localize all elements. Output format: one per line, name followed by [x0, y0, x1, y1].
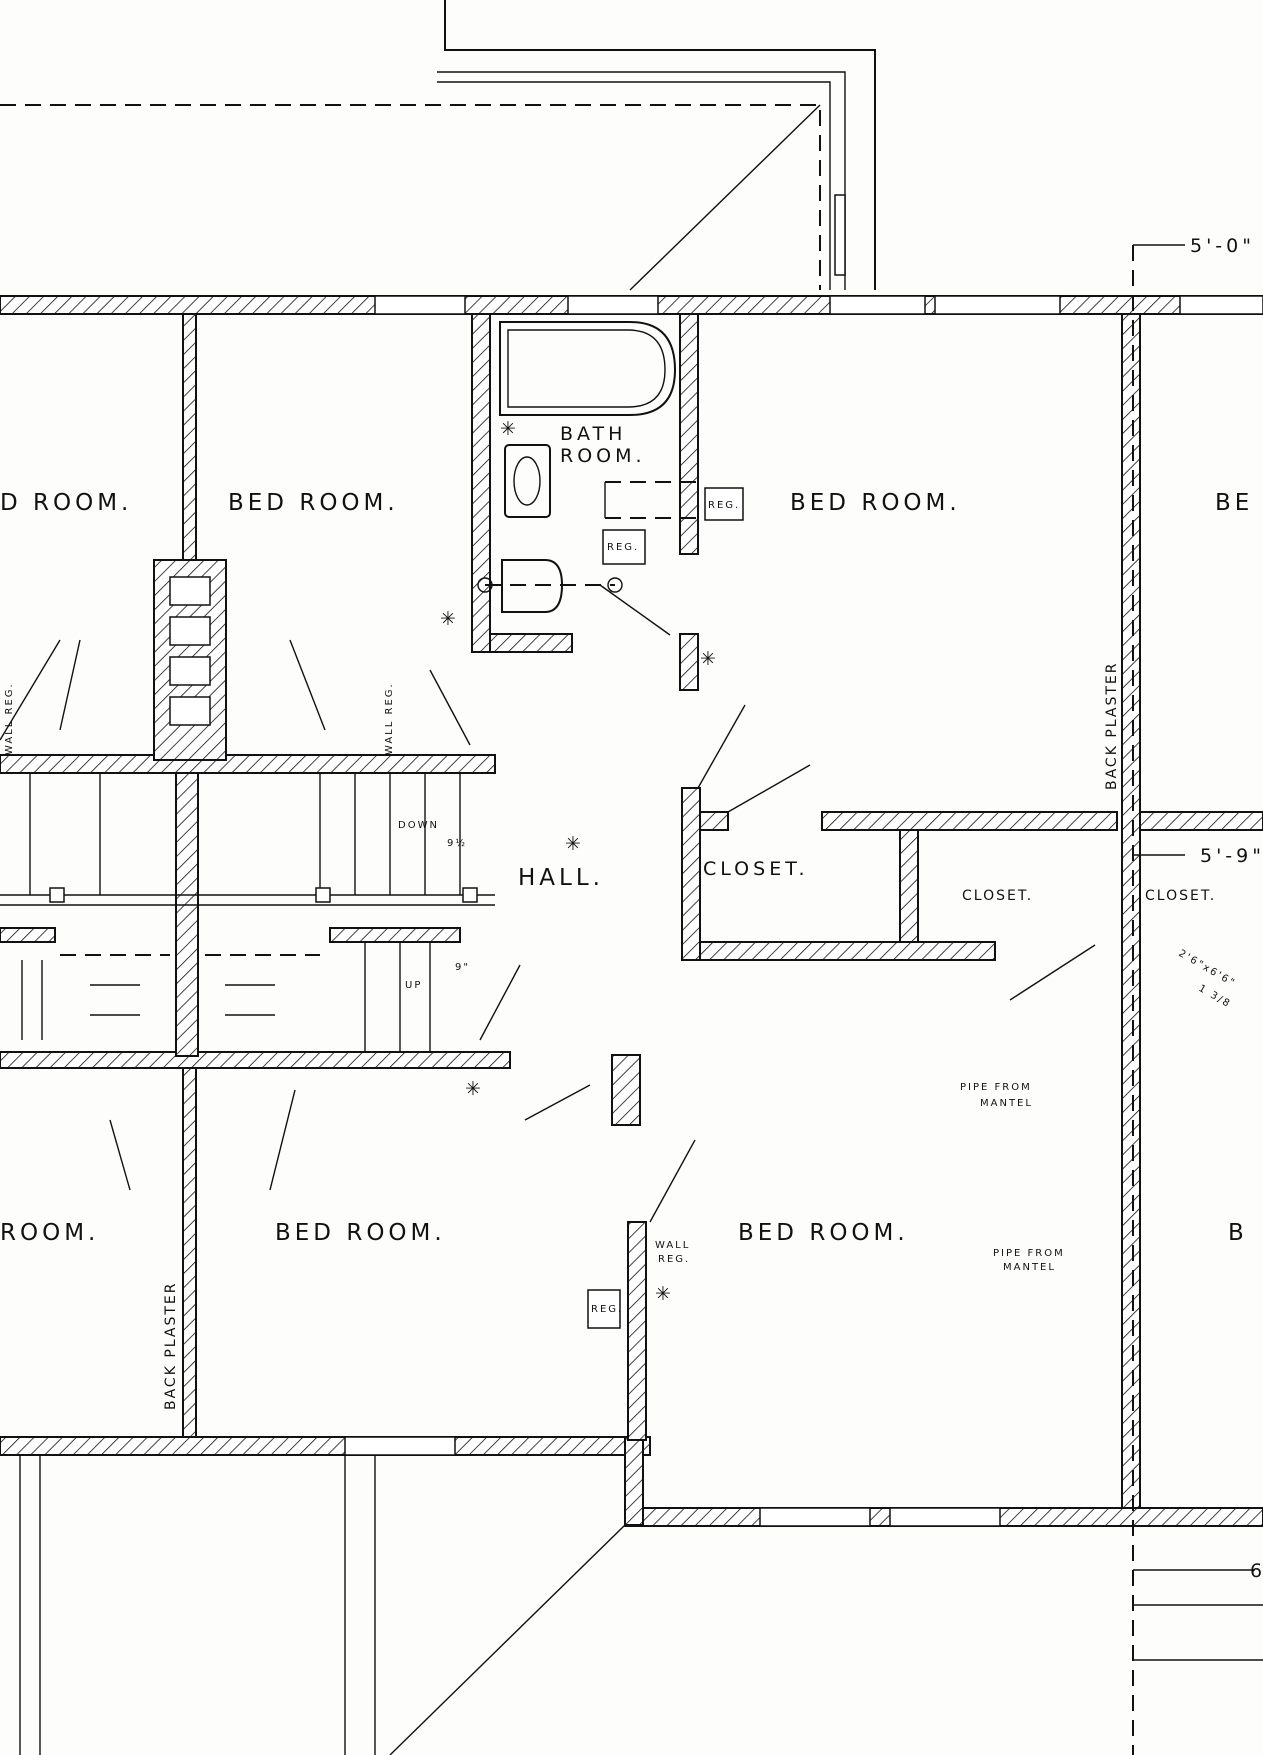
exterior-walls [0, 295, 1263, 1527]
closet-size-label: 2'6"x6'6" [1177, 948, 1238, 990]
interior-walls [0, 313, 1263, 1509]
stair-riser-9-half: 9½ [447, 837, 467, 849]
wall-reg-side-label-1: WALL REG. [4, 682, 15, 755]
pipe-from-mantel-2-line1: PIPE FROM [993, 1248, 1065, 1259]
dimension-lines [1132, 244, 1263, 1755]
svg-text:✳: ✳ [465, 1078, 485, 1100]
svg-text:✳: ✳ [655, 1283, 675, 1305]
wall-reg-label-line1: WALL [655, 1240, 690, 1251]
room-labels: D ROOM. BED ROOM. BED ROOM. BE BATH ROOM… [0, 423, 1253, 1246]
room-label-bedroom-far-right-bottom: B [1228, 1220, 1248, 1246]
wall-reg-side-label-2: WALL REG. [384, 682, 395, 755]
wall-reg-label-line2: REG. [658, 1254, 690, 1265]
pipe-from-mantel-1-line1: PIPE FROM [960, 1082, 1032, 1093]
pipe-from-mantel-1-line2: MANTEL [980, 1098, 1033, 1109]
room-label-hall: HALL. [518, 865, 604, 891]
bath-fixtures [477, 321, 700, 636]
bottom-doors [19, 1455, 626, 1755]
svg-text:✳: ✳ [565, 833, 585, 855]
room-label-bedroom-left-partial: D ROOM. [0, 490, 132, 516]
room-label-bedroom-bottom-left: BED ROOM. [275, 1220, 446, 1246]
room-label-bedroom-far-right: BE [1215, 490, 1253, 516]
room-label-bath: BATH [560, 423, 626, 445]
pipe-from-mantel-2-line2: MANTEL [1003, 1262, 1056, 1273]
back-plaster-label-top: BACK PLASTER [1104, 662, 1120, 791]
room-label-closet-3: CLOSET. [1145, 888, 1216, 904]
svg-text:✳: ✳ [440, 608, 460, 630]
reg-label-1: REG. [708, 500, 740, 511]
stairs [0, 773, 495, 1052]
stair-up-label: UP [405, 980, 422, 991]
dim-top-label: 5'-0" [1190, 235, 1255, 257]
registers [587, 487, 744, 1329]
svg-text:✳: ✳ [700, 648, 720, 670]
light-outlets: ✳ ✳ ✳ ✳ ✳ ✳ [440, 418, 720, 1305]
reg-label-3: REG. [591, 1304, 623, 1315]
room-label-closet-2: CLOSET. [962, 888, 1033, 904]
svg-text:✳: ✳ [500, 418, 520, 440]
door-swings [0, 639, 1096, 1223]
stair-riser-9: 9" [455, 962, 470, 973]
room-label-bedroom-bottom-partial: ROOM. [0, 1220, 99, 1246]
dimension-labels: 5'-0" 5'-9" 6 [1190, 235, 1263, 1582]
dim-closet-label: 5'-9" [1200, 845, 1263, 867]
room-label-bath-room: ROOM. [560, 445, 646, 467]
room-label-bedroom-left: BED ROOM. [228, 490, 399, 516]
room-label-bedroom-bottom-right: BED ROOM. [738, 1220, 909, 1246]
top-porch-outline [0, 0, 876, 291]
back-plaster-label-bottom: BACK PLASTER [163, 1282, 179, 1411]
room-label-bedroom-top-right: BED ROOM. [790, 490, 961, 516]
chimney [169, 576, 211, 726]
room-label-closet-1: CLOSET. [703, 858, 809, 880]
reg-label-2: REG. [607, 542, 639, 553]
dim-bottom-label: 6 [1250, 1560, 1263, 1582]
closet-size-label-2: 1 3/8 [1197, 983, 1233, 1010]
stair-down-label: DOWN [398, 820, 439, 831]
